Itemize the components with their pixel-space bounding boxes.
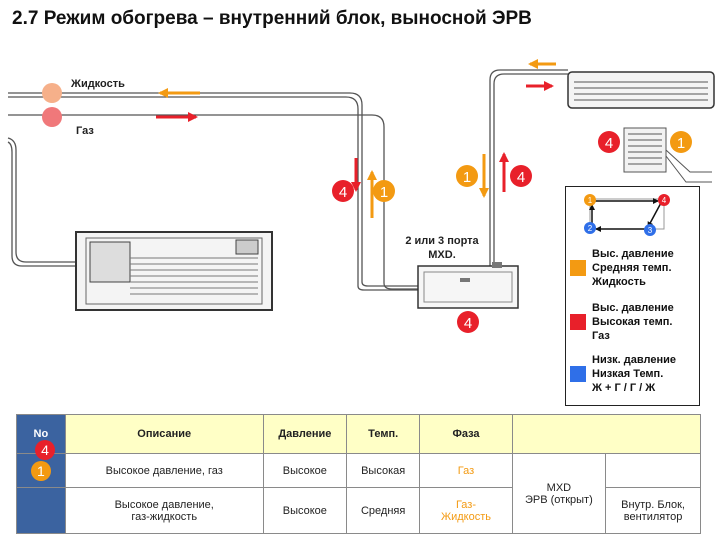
cell-device: MXD ЭРВ (открыт) bbox=[511, 453, 607, 534]
legend-item-liquid: Выс. давление Средняя темп. Жидкость bbox=[570, 247, 674, 289]
cycle-mini-diagram: 1 4 3 2 bbox=[584, 194, 670, 236]
legend-text: Выс. давление bbox=[592, 248, 674, 260]
liquid-label: Жидкость bbox=[70, 78, 125, 90]
mxd-label-line1: 2 или 3 порта bbox=[405, 235, 479, 247]
cell-temp: Высокая bbox=[345, 453, 421, 488]
col-temp: Темп. bbox=[345, 414, 421, 454]
mini-badge-3: 3 bbox=[644, 224, 656, 236]
legend-swatch-orange bbox=[570, 260, 586, 276]
legend-swatch-red bbox=[570, 314, 586, 330]
liquid-pipe bbox=[8, 92, 418, 291]
svg-text:4: 4 bbox=[339, 184, 347, 201]
svg-text:3: 3 bbox=[648, 226, 653, 235]
header-badge-4: 4 bbox=[35, 440, 55, 460]
mini-badge-4: 4 bbox=[658, 194, 670, 206]
legend-text: Низк. давление bbox=[592, 354, 676, 366]
cell-phase: Газ- Жидкость bbox=[419, 487, 513, 534]
row-badge-1: 1 bbox=[30, 460, 51, 481]
col-description: Описание bbox=[64, 414, 264, 454]
gas-marker-icon bbox=[42, 107, 62, 127]
badge-4-left: 4 bbox=[332, 180, 354, 202]
outdoor-pipe bbox=[7, 137, 80, 267]
device-line: MXD bbox=[546, 481, 572, 494]
cell-temp: Средняя bbox=[345, 487, 421, 534]
page-title: 2.7 Режим обогрева – внутренний блок, вы… bbox=[12, 8, 532, 29]
svg-text:1: 1 bbox=[588, 196, 593, 205]
svg-text:4: 4 bbox=[605, 135, 613, 152]
phase-line: Жидкость bbox=[440, 510, 491, 523]
table-header-row: No Описание Давление Темп. Фаза bbox=[16, 414, 702, 454]
legend-item-gas: Выс. давление Высокая темп. Газ bbox=[570, 301, 674, 343]
svg-text:4: 4 bbox=[662, 196, 667, 205]
legend-text: Выс. давление bbox=[592, 302, 674, 314]
desc-line: Высокое давление, bbox=[114, 498, 214, 511]
table-row: Высокое давление, газ-жидкость Высокое С… bbox=[16, 487, 701, 534]
legend-text: Низкая Темп. bbox=[592, 368, 664, 380]
gas-label: Газ bbox=[76, 125, 94, 137]
badge-4-indoor: 4 bbox=[598, 131, 620, 153]
badge-1-indoor: 1 bbox=[670, 131, 692, 153]
outdoor-unit bbox=[75, 231, 273, 311]
mini-badge-1: 1 bbox=[584, 194, 596, 206]
legend-item-low: Низк. давление Низкая Темп. Ж + Г / Г / … bbox=[570, 353, 676, 395]
mxd-label-line2: MXD. bbox=[428, 249, 456, 261]
badge-1-left: 1 bbox=[373, 180, 395, 202]
legend-text: Высокая темп. bbox=[592, 316, 673, 328]
gas-pipe bbox=[8, 114, 418, 290]
phase-line: Газ- bbox=[455, 498, 476, 511]
liquid-marker-icon bbox=[42, 83, 62, 103]
info-table: No Описание Давление Темп. Фаза 1 Высоко… bbox=[16, 414, 702, 534]
svg-text:1: 1 bbox=[463, 169, 471, 186]
legend-text: Жидкость bbox=[592, 276, 646, 288]
svg-text:4: 4 bbox=[464, 315, 472, 332]
svg-text:4: 4 bbox=[517, 169, 525, 186]
table-row: 1 Высокое давление, газ Высокое Высокая … bbox=[16, 453, 701, 534]
cell-phase: Газ bbox=[419, 453, 513, 488]
device-line: ЭРВ (открыт) bbox=[525, 493, 593, 506]
indoor-unit bbox=[567, 71, 715, 109]
legend-text: Средняя темп. bbox=[592, 262, 672, 274]
refrigerant-diagram: 2 или 3 порта MXD. Жидкость Газ 4 1 bbox=[7, 59, 715, 333]
indoor-coil-detail bbox=[623, 127, 712, 183]
mxd-box bbox=[417, 262, 519, 309]
desc-line: газ-жидкость bbox=[131, 510, 198, 523]
svg-text:2: 2 bbox=[588, 224, 593, 233]
legend-text: Газ bbox=[592, 330, 610, 342]
cell-description: Высокое давление, газ-жидкость bbox=[64, 487, 264, 534]
badge-4-bottom: 4 bbox=[457, 311, 479, 333]
badge-1-mxd: 1 bbox=[456, 165, 478, 187]
mini-badge-2: 2 bbox=[584, 222, 596, 234]
legend-text: Ж + Г / Г / Ж bbox=[592, 382, 656, 394]
legend: 1 4 3 2 Выс. давление Средняя темп. Жидк… bbox=[565, 186, 700, 406]
unit-line: вентилятор bbox=[623, 510, 683, 523]
indoor-pipe bbox=[489, 69, 568, 268]
cell-unit: Внутр. Блок, вентилятор bbox=[605, 487, 701, 534]
cell-description: Высокое давление, газ bbox=[64, 453, 264, 488]
row-number bbox=[16, 487, 66, 534]
badge-4-mxd: 4 bbox=[510, 165, 532, 187]
col-phase: Фаза bbox=[419, 414, 513, 454]
cell-empty bbox=[605, 453, 701, 488]
svg-text:1: 1 bbox=[380, 184, 388, 201]
col-pressure: Давление bbox=[262, 414, 347, 454]
cell-pressure: Высокое bbox=[262, 453, 347, 488]
unit-line: Внутр. Блок, bbox=[621, 498, 685, 511]
cell-pressure: Высокое bbox=[262, 487, 347, 534]
legend-swatch-blue bbox=[570, 366, 586, 382]
svg-text:1: 1 bbox=[677, 135, 685, 152]
col-extra bbox=[511, 414, 702, 454]
